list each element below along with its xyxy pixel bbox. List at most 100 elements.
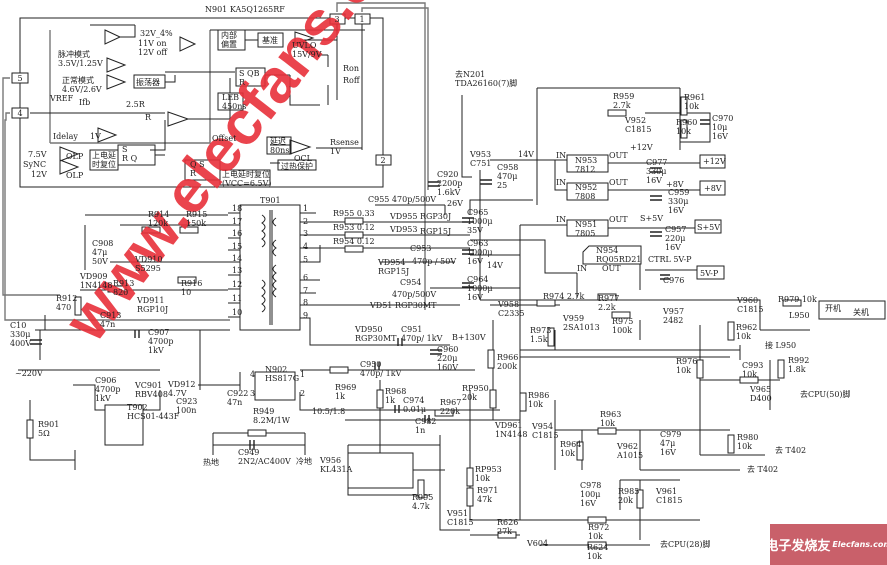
label-r975: R975 xyxy=(612,317,633,326)
label-b12: +12V xyxy=(703,157,726,166)
label-r949: R949 xyxy=(253,407,274,416)
label-c960-line3: 160V xyxy=(437,363,458,372)
label-r962: R962 xyxy=(736,323,757,332)
label-vd961: VD961 xyxy=(494,421,522,430)
label-leb: LEB xyxy=(222,93,239,102)
label-r985: R985 xyxy=(618,487,639,496)
label-r964-line2: 10k xyxy=(560,449,575,458)
label-tr8: 8 xyxy=(303,298,308,307)
label-tr1: 1 xyxy=(303,204,308,213)
ic-n901-outline xyxy=(19,17,384,188)
transformer-windings xyxy=(228,210,460,346)
label-tl18: 18 xyxy=(232,204,242,213)
label-r901-line2: 5Ω xyxy=(38,429,50,438)
label-olp1: OLP xyxy=(66,152,84,161)
label-vd912: VD912 xyxy=(167,380,195,389)
label-sync: SyNC xyxy=(23,160,46,169)
label-r967: R967 xyxy=(440,398,461,407)
label-c977-line2: 330μ xyxy=(646,167,666,176)
label-olp2: OLP xyxy=(66,171,84,180)
label-title: N901 KA5Q1265RF xyxy=(205,5,285,14)
label-v962-line2: A1015 xyxy=(616,451,643,460)
label-v14a: 14V xyxy=(518,150,534,159)
label-tr7: 7 xyxy=(303,286,308,295)
label-c10-line3: 400V xyxy=(10,339,31,348)
label-c953v: 470p / 50V xyxy=(412,257,456,266)
label-n954: N954 xyxy=(596,246,618,255)
label-in2: IN xyxy=(556,178,566,187)
label-r949-line2: 8.2M/1W xyxy=(253,416,291,425)
label-c907-line3: 1kV xyxy=(148,346,164,355)
label-t902: T902 xyxy=(127,403,148,412)
label-uvlo: UVLO xyxy=(292,41,317,50)
label-delay80: 延迟 xyxy=(270,136,286,146)
label-op3: 3 xyxy=(250,389,255,398)
label-v14b: 14V xyxy=(487,261,503,270)
label-c920: C920 xyxy=(437,170,458,179)
label-in1: IN xyxy=(556,151,566,160)
label-normal-line2: 4.6V/2.6V xyxy=(62,85,102,94)
label-r915: R915 xyxy=(186,210,207,219)
label-r955: R955 0.33 xyxy=(333,209,375,218)
label-r995-line2: 4.7k xyxy=(412,502,430,511)
label-v958: V958 xyxy=(497,300,519,309)
label-c907-line2: 4700p xyxy=(148,337,173,346)
label-c963-line2: 1000μ xyxy=(467,248,493,257)
label-tr6: 6 xyxy=(303,273,308,282)
label-v951: V951 xyxy=(446,509,468,518)
label-r980: R980 xyxy=(737,433,758,442)
label-r966: R966 xyxy=(497,353,518,362)
label-c949-line2: 2N2/AC400V xyxy=(238,457,291,466)
label-tr5: 5 xyxy=(303,255,308,264)
label-c953: C953 xyxy=(410,244,431,253)
label-b8: +8V xyxy=(704,184,722,193)
label-r961-line2: 10k xyxy=(684,102,699,111)
label-rp953-line2: 10k xyxy=(475,474,490,483)
label-idelay: Idelay xyxy=(53,132,78,141)
label-out1: OUT xyxy=(609,151,628,160)
label-pin2: 2 xyxy=(380,156,385,165)
label-cpu50: 去CPU(50)脚 xyxy=(800,389,851,399)
label-c964: C964 xyxy=(467,275,488,284)
label-burst-line2: 3.5V/1.25V xyxy=(58,59,103,68)
label-ocl: OCL xyxy=(294,154,313,163)
label-r964: R964 xyxy=(560,440,581,449)
label-normal: 正常模式 xyxy=(62,75,94,85)
label-r626-line2: 27k xyxy=(497,527,512,536)
label-tl12: 12 xyxy=(232,280,242,289)
label-v604: V604 xyxy=(526,539,548,548)
label-c957: C957 xyxy=(665,225,686,234)
label-vd912-line2: 4.7V xyxy=(168,389,187,398)
label-c976: C976 xyxy=(663,276,684,285)
label-vd954-line2: RGP15J xyxy=(378,267,409,276)
label-leb-line2: 450ns xyxy=(222,102,247,111)
label-v958-line2: C2335 xyxy=(498,309,524,318)
label-t402a: 去 T402 xyxy=(775,445,806,455)
label-c959-line2: 330μ xyxy=(668,197,688,206)
label-out3: OUT xyxy=(609,215,628,224)
label-p8: +8V xyxy=(666,180,684,189)
label-r624-line2: 10k xyxy=(587,552,602,561)
label-vref: VREF xyxy=(49,94,74,103)
label-otp: 过热保护 xyxy=(281,161,313,171)
label-sqb-line2: R xyxy=(239,78,246,87)
label-n201: 去N201 xyxy=(455,69,485,79)
label-r912-line2: 470 xyxy=(56,303,71,312)
label-c965-line3: 35V xyxy=(467,226,483,235)
label-pordelay: 上电延 xyxy=(92,150,116,160)
label-c978-line2: 100μ xyxy=(580,490,600,499)
label-v12: 12V xyxy=(31,170,47,179)
label-vd955: VD955 RGP30J xyxy=(389,212,451,221)
label-v11: 11V on xyxy=(138,39,166,48)
label-v953-line2: C751 xyxy=(470,159,491,168)
label-tr4: 4 xyxy=(303,242,308,251)
label-v960-line2: C1815 xyxy=(737,305,763,314)
label-r972: R972 xyxy=(588,523,609,532)
label-r959-line2: 2.7k xyxy=(613,101,631,110)
label-r985-line2: 20k xyxy=(618,496,633,505)
label-r979: R979 10k xyxy=(778,295,817,304)
label-bs5: S+5V xyxy=(697,223,720,232)
label-r995: R995 xyxy=(412,493,433,502)
label-v32: 32V_4% xyxy=(140,29,173,38)
